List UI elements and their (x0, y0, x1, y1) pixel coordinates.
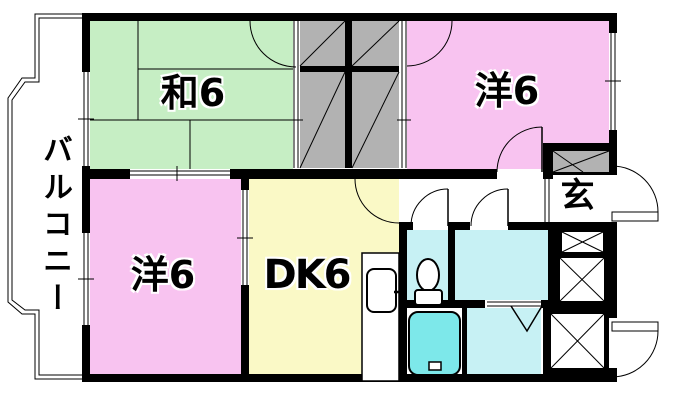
wall-dk-right (399, 222, 407, 374)
door-arc-storage (611, 330, 659, 378)
door-arc-western-top (406, 20, 453, 67)
closet-diagonal (299, 20, 346, 67)
doors (249, 20, 659, 378)
meter-box-x-icon (550, 313, 605, 369)
toilet-tank-icon (414, 289, 443, 306)
window-western-bottom-left (78, 233, 94, 325)
genkan-step-line (544, 179, 550, 222)
door-arc-entrance (611, 165, 659, 213)
sliding-door-washitsu-closet (289, 21, 303, 168)
door-arc-toilet (410, 188, 449, 227)
bathtub-drain-icon (428, 361, 442, 371)
toilet-icon (416, 258, 440, 292)
wall-left (82, 325, 90, 382)
window-washitsu-left (78, 72, 94, 166)
wall-hall-bottom (448, 222, 470, 230)
room-washitsu-area (90, 21, 293, 169)
washroom-lower-area (467, 308, 541, 374)
meter-boxes (550, 231, 605, 369)
wall-closet-divider (345, 21, 352, 168)
openings (78, 21, 621, 325)
wall-western-dk (241, 285, 249, 374)
door-arc-washitsu (249, 20, 297, 68)
wall-top (82, 13, 617, 21)
wall-toilet-washroom (448, 230, 455, 300)
wall-western-dk (241, 179, 249, 190)
fixtures (361, 252, 461, 382)
wall-shoe-cupboard-base (543, 172, 609, 175)
sliding-door-closet-western-top (397, 21, 411, 168)
folding-door-icon (510, 305, 543, 333)
sliding-door-western-dk (237, 190, 253, 285)
balcony-rail-outer (7, 13, 82, 380)
wall-bath-top (541, 300, 548, 308)
washroom-area (455, 230, 548, 300)
door-leaf-entrance (611, 211, 659, 222)
closet-diagonal (351, 71, 400, 169)
wall-right (609, 222, 617, 318)
tatami-lines (90, 21, 293, 169)
wall-bottom (82, 374, 617, 382)
wall-mid-horizontal (230, 169, 397, 179)
wall-right (609, 130, 617, 175)
wall-left (82, 166, 90, 233)
wall-hall-bottom (407, 222, 413, 230)
room-western-top-area (407, 21, 609, 143)
wall-mid-horizontal (90, 169, 130, 179)
closet-diagonals (299, 20, 610, 173)
meter-box-x-icon (559, 257, 605, 302)
bathtub-icon (408, 311, 461, 376)
sliding-door-washitsu-western (130, 166, 230, 181)
door-leaf-storage (611, 321, 659, 332)
door-arc-western-top-hall (496, 126, 543, 173)
closet-diagonal (299, 71, 346, 169)
wall-notch-vertical (543, 148, 553, 179)
closet-diagonal (351, 20, 400, 67)
window-western-top-right (605, 33, 621, 130)
meter-box-x-icon (561, 231, 604, 253)
wall-notch-horizontal (543, 143, 617, 151)
wall-closet-divider (300, 66, 399, 72)
room-western-top-area (407, 143, 543, 169)
wall-washroom-right (548, 222, 556, 308)
wall-mid-horizontal (397, 169, 497, 179)
balcony-rail-inner (11, 17, 82, 376)
kitchen-sink-icon (366, 268, 397, 313)
wall-right (609, 368, 617, 382)
door-arc-dk (354, 178, 400, 224)
room-fills (90, 21, 609, 374)
shoe-cupboard-diagonal (552, 150, 610, 173)
door-arc-washroom (470, 188, 509, 227)
room-western-bottom-area (90, 179, 241, 374)
balcony-rail (7, 13, 82, 380)
shoe-cupboard-diagonal (552, 150, 584, 173)
wall-left (82, 13, 90, 72)
wall-bath-washroom (462, 308, 467, 374)
sliding-door-washroom-bath (487, 301, 541, 307)
wall-hall-bottom (508, 222, 548, 230)
wall-right (609, 13, 617, 33)
